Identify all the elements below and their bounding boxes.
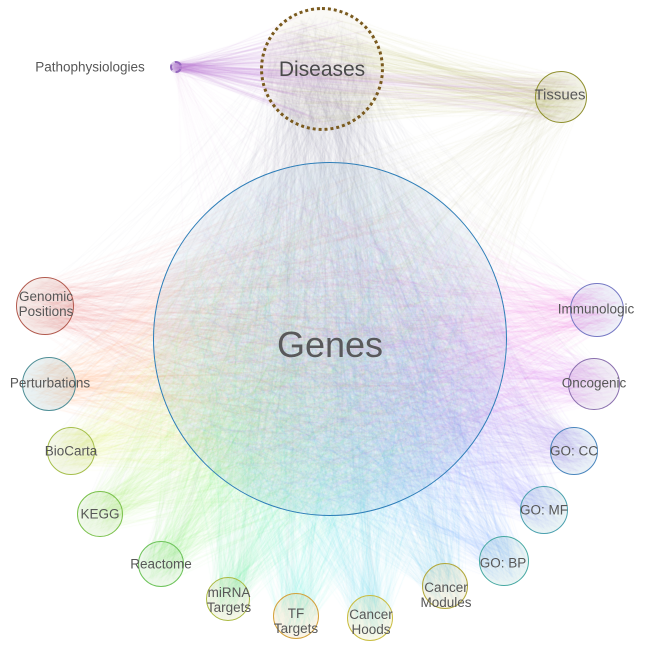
node-pathophysiologies[interactable] — [170, 61, 182, 73]
node-biocarta[interactable] — [47, 427, 95, 475]
node-tf_targets[interactable] — [273, 593, 319, 639]
node-go_cc[interactable] — [550, 427, 598, 475]
node-immunologic[interactable] — [570, 283, 624, 337]
node-diseases[interactable] — [260, 7, 384, 131]
node-mirna_targets[interactable] — [206, 577, 250, 621]
node-oncogenic[interactable] — [568, 358, 620, 410]
node-cancer_hoods[interactable] — [347, 595, 393, 641]
node-cancer_modules[interactable] — [422, 563, 468, 609]
node-perturbations[interactable] — [22, 357, 76, 411]
node-reactome[interactable] — [138, 541, 184, 587]
node-go_mf[interactable] — [520, 486, 568, 534]
node-tissues[interactable] — [535, 71, 587, 123]
node-genomic_positions[interactable] — [16, 277, 74, 335]
node-go_bp[interactable] — [479, 536, 529, 586]
node-kegg[interactable] — [77, 491, 123, 537]
node-genes[interactable] — [153, 162, 507, 516]
